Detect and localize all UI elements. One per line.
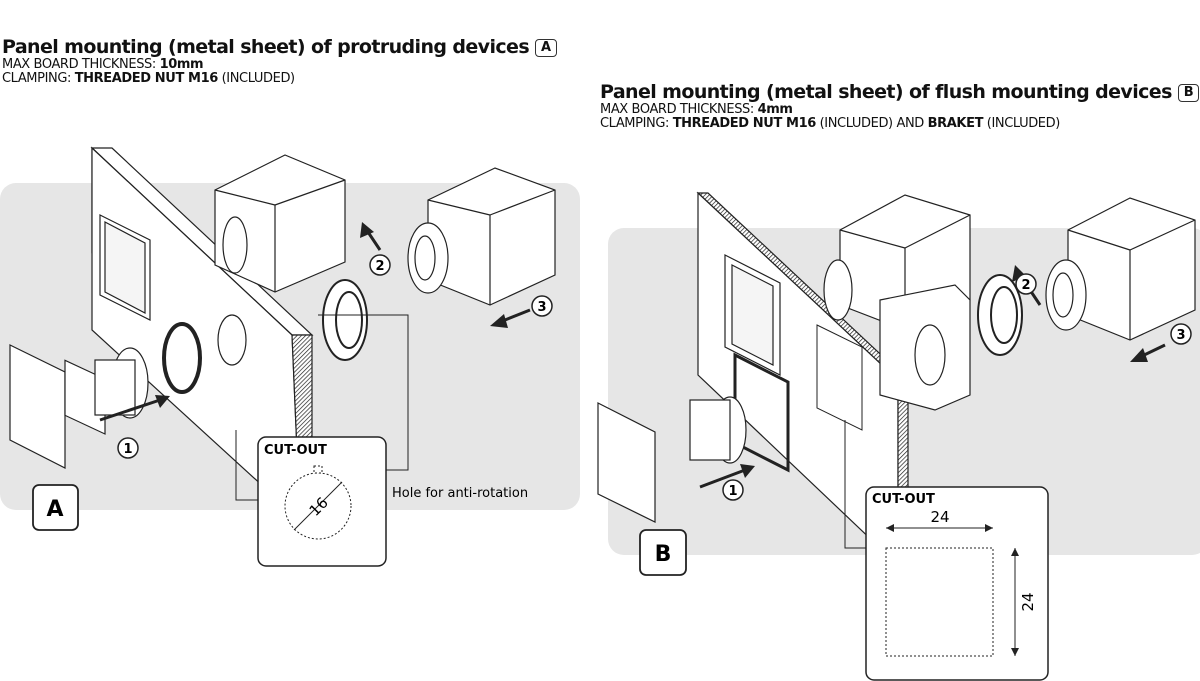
clamping-note: (INCLUDED) xyxy=(221,70,296,86)
section-a-header: Panel mounting (metal sheet) of protrudi… xyxy=(2,36,557,86)
contact-block-a2 xyxy=(407,167,556,306)
clamping-value: THREADED NUT M16 xyxy=(74,70,219,86)
svg-text:B: B xyxy=(655,542,672,567)
section-b-header: Panel mounting (metal sheet) of flush mo… xyxy=(600,81,1200,131)
leader-line-a xyxy=(235,430,258,501)
svg-text:3: 3 xyxy=(1176,328,1185,343)
svg-text:CUT-OUT: CUT-OUT xyxy=(872,492,935,507)
svg-text:3: 3 xyxy=(537,300,546,315)
hole-note: Hole for anti-rotation xyxy=(392,486,528,501)
section-b-title: Panel mounting (metal sheet) of flush mo… xyxy=(600,81,1172,103)
leader-line-b xyxy=(844,420,866,549)
gasket-ring-a xyxy=(162,322,202,394)
thickness-value: 4mm xyxy=(757,101,793,117)
arrows-b xyxy=(699,265,1166,489)
square-button-front-b xyxy=(724,254,781,376)
step-1-marker-b: 1 xyxy=(722,479,744,501)
button-body-b xyxy=(597,396,747,523)
bracket-b xyxy=(879,284,971,411)
square-cutout-hole-b xyxy=(816,324,863,431)
section-a-badge: A xyxy=(535,39,557,57)
clamping-label: CLAMPING: xyxy=(2,70,71,86)
step-2-marker-a: 2 xyxy=(369,254,391,276)
square-button-front-a xyxy=(99,214,151,321)
anti-rotation-hole-a xyxy=(217,314,247,366)
step-3-marker-b: 3 xyxy=(1170,323,1192,345)
section-b-badge: B xyxy=(1177,84,1200,102)
button-body-a xyxy=(9,344,149,469)
panel-label-a: A xyxy=(32,484,79,531)
cutout-a: CUT-OUT 16 xyxy=(257,436,387,567)
section-a-title: Panel mounting (metal sheet) of protrudi… xyxy=(2,36,530,58)
step-1-marker-a: 1 xyxy=(117,437,139,459)
svg-text:A: A xyxy=(46,497,63,522)
svg-text:2: 2 xyxy=(375,259,384,274)
svg-text:2: 2 xyxy=(1021,278,1030,293)
hole-leader-line xyxy=(318,314,409,471)
contact-block-a1 xyxy=(214,154,346,293)
svg-text:24: 24 xyxy=(930,508,949,526)
svg-text:1: 1 xyxy=(728,484,737,499)
clamping-label: CLAMPING: xyxy=(600,115,669,131)
thickness-label: MAX BOARD THICKNESS: xyxy=(600,101,754,117)
arrows-a xyxy=(99,222,531,422)
svg-text:24: 24 xyxy=(1019,592,1037,611)
cutout-b: CUT-OUT 24 24 xyxy=(865,486,1049,681)
thickness-value: 10mm xyxy=(159,56,204,72)
contact-block-b2 xyxy=(1045,197,1196,341)
clamping-value-2: BRAKET xyxy=(927,115,984,131)
panel-label-b: B xyxy=(639,529,687,576)
clamping-note-2: (INCLUDED) xyxy=(986,115,1061,131)
clamping-value: THREADED NUT M16 xyxy=(672,115,817,131)
svg-text:CUT-OUT: CUT-OUT xyxy=(264,443,327,458)
clamping-note: (INCLUDED) AND xyxy=(819,115,925,131)
svg-text:1: 1 xyxy=(123,442,132,457)
thickness-label: MAX BOARD THICKNESS: xyxy=(2,56,156,72)
threaded-nut-b xyxy=(977,274,1023,356)
step-2-marker-b: 2 xyxy=(1015,273,1037,295)
step-3-marker-a: 3 xyxy=(531,295,553,317)
threaded-nut-a xyxy=(322,279,368,361)
